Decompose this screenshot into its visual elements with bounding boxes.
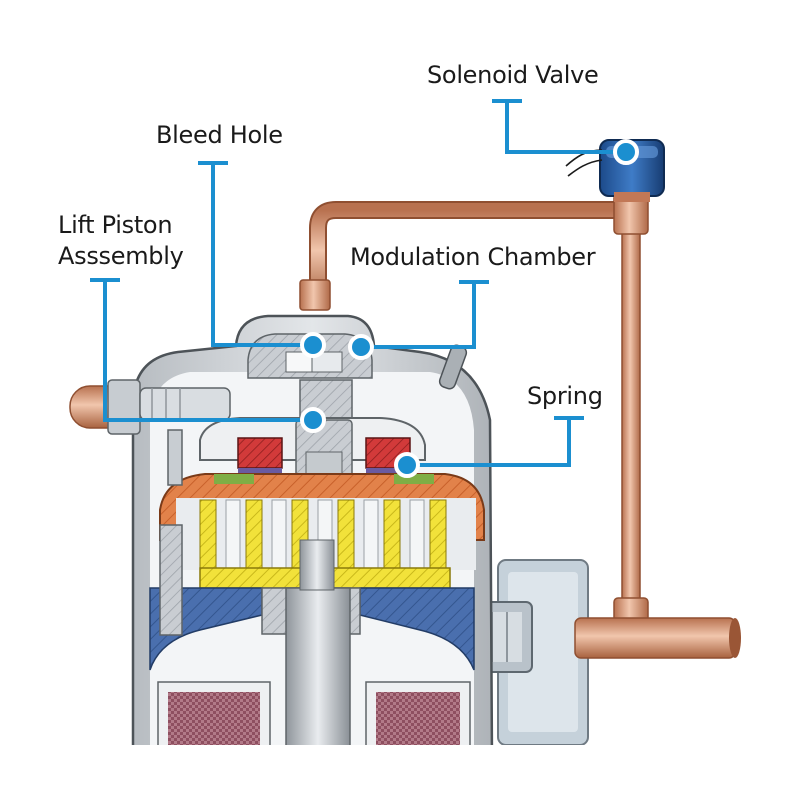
label-solenoid-valve: Solenoid Valve: [427, 61, 599, 89]
leader-lift-piston: [90, 278, 315, 422]
leader-solenoid-valve: [492, 99, 628, 154]
callout-dot-solenoid-valve: [613, 139, 639, 165]
leader-modulation-chamber: [359, 280, 489, 349]
copper-tubing: [299, 187, 741, 659]
label-lift-piston-assembly: Lift Piston Asssembly: [58, 210, 184, 272]
label-bleed-hole: Bleed Hole: [156, 121, 283, 149]
leader-spring: [405, 416, 584, 467]
callout-dot-lift-piston: [300, 407, 326, 433]
label-lift-piston-line1: Lift Piston: [58, 211, 173, 239]
label-modulation-chamber: Modulation Chamber: [350, 243, 596, 271]
leader-bleed-hole: [198, 161, 315, 347]
crankshaft: [285, 539, 351, 761]
callout-dot-bleed-hole: [300, 332, 326, 358]
callout-leaders: [90, 99, 628, 467]
label-lift-piston-line2: Asssembly: [58, 242, 184, 270]
label-spring: Spring: [527, 382, 603, 410]
callout-dot-spring: [394, 452, 420, 478]
callout-dots: [300, 139, 639, 478]
callout-dot-modulation-chamber: [348, 334, 374, 360]
